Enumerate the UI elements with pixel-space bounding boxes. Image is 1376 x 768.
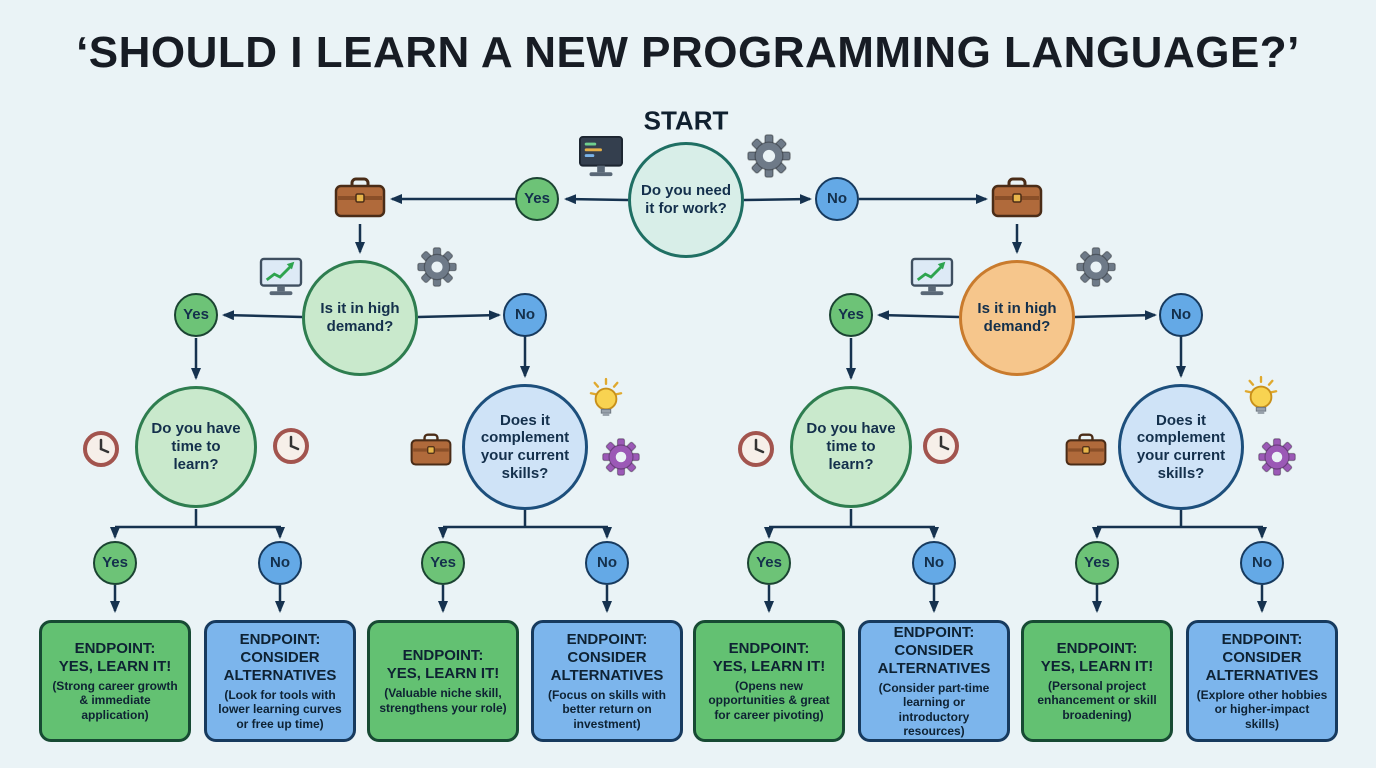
node-label: Do you have time to learn? — [806, 420, 896, 473]
endpoint-detail: (Look for tools with lower learning curv… — [218, 688, 342, 731]
no-label: No — [924, 554, 944, 572]
node-need-for-work: Do you need it for work? — [628, 142, 744, 258]
yes-branch-demand-left: Yes — [174, 293, 218, 337]
endpoint-detail: (Strong career growth & immediate applic… — [52, 679, 178, 722]
endpoint-detail: (Valuable niche skill, strengthens your … — [379, 686, 507, 715]
endpoint-result: YES, LEARN IT! — [386, 665, 500, 683]
endpoint-alternatives-2: ENDPOINT: CONSIDER ALTERNATIVES (Focus o… — [531, 620, 683, 742]
gear-icon — [1076, 247, 1116, 287]
start-label: START — [643, 105, 729, 136]
node-high-demand-left: Is it in high demand? — [302, 260, 418, 376]
clock-icon — [82, 430, 120, 468]
endpoint-result: YES, LEARN IT! — [1040, 658, 1154, 676]
endpoint-heading: ENDPOINT: — [566, 631, 648, 649]
yes-label: Yes — [1084, 554, 1110, 572]
yes-branch-root: Yes — [515, 177, 559, 221]
yes-label: Yes — [183, 306, 209, 324]
no-branch-complement-right: No — [1240, 541, 1284, 585]
endpoint-heading: ENDPOINT: — [74, 640, 156, 658]
endpoint-heading: ENDPOINT: — [239, 631, 321, 649]
node-high-demand-right: Is it in high demand? — [959, 260, 1075, 376]
monitor-chart-icon — [910, 257, 954, 297]
endpoint-result: CONSIDER ALTERNATIVES — [550, 649, 664, 685]
no-label: No — [827, 190, 847, 208]
monitor-chart-icon — [259, 257, 303, 297]
no-branch-root: No — [815, 177, 859, 221]
endpoint-detail: (Explore other hobbies or higher-impact … — [1196, 688, 1328, 731]
no-branch-time-left: No — [258, 541, 302, 585]
endpoint-alternatives-3: ENDPOINT: CONSIDER ALTERNATIVES (Conside… — [858, 620, 1010, 742]
briefcase-icon — [991, 177, 1043, 219]
no-branch-demand-left: No — [503, 293, 547, 337]
briefcase-icon — [1065, 433, 1107, 467]
yes-branch-time-right: Yes — [747, 541, 791, 585]
yes-branch-complement-right: Yes — [1075, 541, 1119, 585]
clock-icon — [737, 430, 775, 468]
no-branch-complement-left: No — [585, 541, 629, 585]
no-branch-demand-right: No — [1159, 293, 1203, 337]
endpoint-detail: (Personal project enhancement or skill b… — [1037, 679, 1157, 722]
endpoint-detail: (Focus on skills with better return on i… — [547, 688, 666, 731]
monitor-code-icon — [577, 135, 625, 179]
endpoint-detail: (Consider part-time learning or introduc… — [878, 681, 990, 738]
no-branch-time-right: No — [912, 541, 956, 585]
briefcase-icon — [334, 177, 386, 219]
node-time-to-learn-right: Do you have time to learn? — [790, 386, 912, 508]
node-label: Does it complement your current skills? — [480, 411, 570, 482]
gear-icon — [1258, 438, 1296, 476]
gear-icon — [602, 438, 640, 476]
yes-label: Yes — [524, 190, 550, 208]
endpoint-heading: ENDPOINT: — [1056, 640, 1138, 658]
endpoint-yes-learn-4: ENDPOINT: YES, LEARN IT! (Personal proje… — [1021, 620, 1173, 742]
yes-label: Yes — [838, 306, 864, 324]
no-label: No — [515, 306, 535, 324]
endpoint-result: YES, LEARN IT! — [58, 658, 172, 676]
lightbulb-icon — [589, 377, 623, 419]
endpoint-result: CONSIDER ALTERNATIVES — [1205, 649, 1319, 685]
endpoint-heading: ENDPOINT: — [893, 624, 975, 642]
endpoint-result: CONSIDER ALTERNATIVES — [223, 649, 337, 685]
clock-icon — [922, 427, 960, 465]
clock-icon — [272, 427, 310, 465]
yes-label: Yes — [102, 554, 128, 572]
node-label: Do you need it for work? — [640, 182, 731, 217]
node-label: Is it in high demand? — [320, 300, 400, 335]
node-time-to-learn-left: Do you have time to learn? — [135, 386, 257, 508]
no-label: No — [1171, 306, 1191, 324]
endpoint-detail: (Opens new opportunities & great for car… — [708, 679, 830, 722]
no-label: No — [597, 554, 617, 572]
node-label: Do you have time to learn? — [151, 420, 241, 473]
endpoint-heading: ENDPOINT: — [402, 647, 484, 665]
lightbulb-icon — [1244, 375, 1278, 417]
no-label: No — [270, 554, 290, 572]
node-label: Is it in high demand? — [977, 300, 1057, 335]
endpoint-alternatives-1: ENDPOINT: CONSIDER ALTERNATIVES (Look fo… — [204, 620, 356, 742]
endpoint-alternatives-4: ENDPOINT: CONSIDER ALTERNATIVES (Explore… — [1186, 620, 1338, 742]
no-label: No — [1252, 554, 1272, 572]
yes-label: Yes — [756, 554, 782, 572]
endpoint-result: YES, LEARN IT! — [712, 658, 826, 676]
gear-icon — [417, 247, 457, 287]
yes-branch-time-left: Yes — [93, 541, 137, 585]
endpoint-heading: ENDPOINT: — [728, 640, 810, 658]
node-complement-skills-left: Does it complement your current skills? — [462, 384, 588, 510]
briefcase-icon — [410, 433, 452, 467]
endpoint-result: CONSIDER ALTERNATIVES — [877, 642, 991, 678]
gear-icon — [747, 134, 791, 178]
page-title: ‘SHOULD I LEARN A NEW PROGRAMMING LANGUA… — [76, 28, 1300, 77]
endpoint-yes-learn-2: ENDPOINT: YES, LEARN IT! (Valuable niche… — [367, 620, 519, 742]
yes-label: Yes — [430, 554, 456, 572]
yes-branch-demand-right: Yes — [829, 293, 873, 337]
yes-branch-complement-left: Yes — [421, 541, 465, 585]
endpoint-yes-learn-1: ENDPOINT: YES, LEARN IT! (Strong career … — [39, 620, 191, 742]
node-complement-skills-right: Does it complement your current skills? — [1118, 384, 1244, 510]
endpoint-yes-learn-3: ENDPOINT: YES, LEARN IT! (Opens new oppo… — [693, 620, 845, 742]
endpoint-heading: ENDPOINT: — [1221, 631, 1303, 649]
node-label: Does it complement your current skills? — [1136, 411, 1226, 482]
